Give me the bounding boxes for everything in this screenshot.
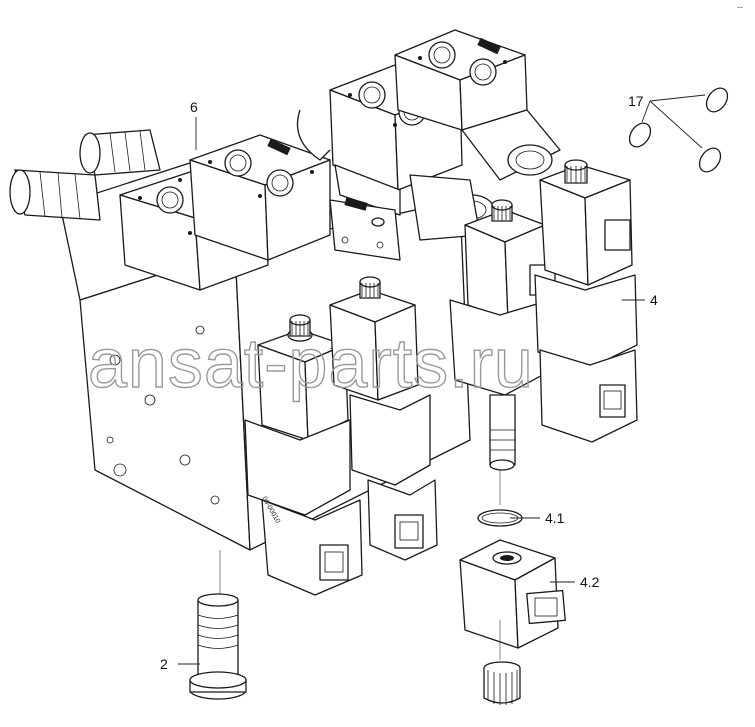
part-2-cartridge	[189, 550, 247, 700]
corner-mark: --	[737, 2, 743, 12]
rear-port-fittings	[296, 109, 553, 241]
callout-4-1: 4.1	[545, 510, 565, 526]
middle-plate	[329, 197, 401, 261]
watermark-text: ansat-parts.ru	[88, 324, 534, 402]
solenoid-valve-rear-right	[534, 159, 638, 443]
part-17-o-rings	[628, 87, 729, 173]
solenoid-valve-front-middle	[329, 276, 438, 561]
callout-2: 2	[160, 656, 168, 672]
hose-fitting-lower	[9, 169, 101, 221]
coil-block-middle	[189, 134, 331, 261]
callout-17: 17	[628, 93, 644, 109]
part-4-2-coil	[459, 539, 566, 660]
callout-6: 6	[190, 99, 198, 115]
callout-4-2: 4.2	[580, 574, 600, 590]
hose-fitting-upper	[79, 129, 161, 176]
coil-nut	[483, 661, 521, 705]
callout-4: 4	[650, 292, 658, 308]
coil-block-rear-right	[394, 29, 561, 181]
leader-lines	[178, 94, 706, 665]
